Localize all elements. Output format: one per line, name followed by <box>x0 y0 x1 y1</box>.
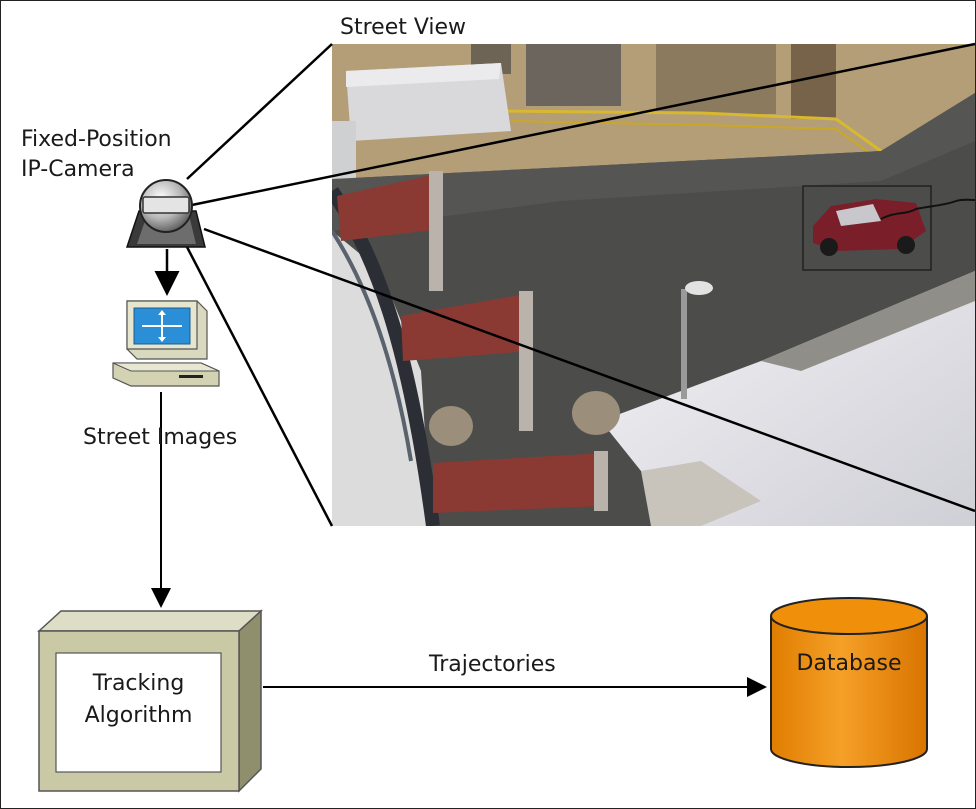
database-cylinder-icon <box>770 597 928 768</box>
street-view-label: Street View <box>340 15 467 40</box>
database-label: Database <box>796 651 902 676</box>
car-image <box>813 199 926 256</box>
street-view-photo <box>332 44 975 526</box>
camera-label-line1: Fixed-Position <box>21 127 172 152</box>
ip-camera-icon <box>125 179 206 248</box>
tracking-label-line1: Tracking <box>92 671 185 696</box>
camera-label-line2: IP-Camera <box>21 157 135 182</box>
field-of-view-lines <box>185 42 975 527</box>
trajectories-label: Trajectories <box>429 652 556 677</box>
computer-workstation-icon <box>112 300 220 387</box>
server-box-icon <box>37 609 263 793</box>
tracking-bounding-box <box>802 185 932 271</box>
street-images-label: Street Images <box>83 425 238 450</box>
tracking-label-line2: Algorithm <box>84 703 193 728</box>
trajectory-trace <box>880 198 975 220</box>
